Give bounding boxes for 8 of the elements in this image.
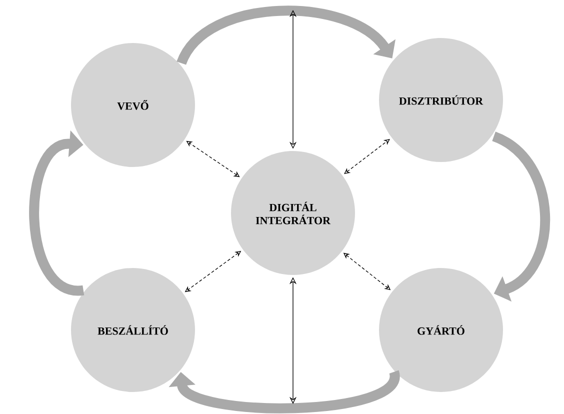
circle-node: VEVŐ xyxy=(71,43,195,167)
circle-node: BESZÁLLÍTÓ xyxy=(71,268,195,392)
curved-block-arrow xyxy=(168,372,399,414)
circle-node: DISZTRIBÚTOR xyxy=(379,38,503,162)
circle-node: GYÁRTÓ xyxy=(379,268,503,392)
circle-node: DIGITÁL INTEGRÁTOR xyxy=(231,151,355,275)
curved-block-arrow xyxy=(492,132,550,302)
curved-block-arrow xyxy=(176,6,396,66)
